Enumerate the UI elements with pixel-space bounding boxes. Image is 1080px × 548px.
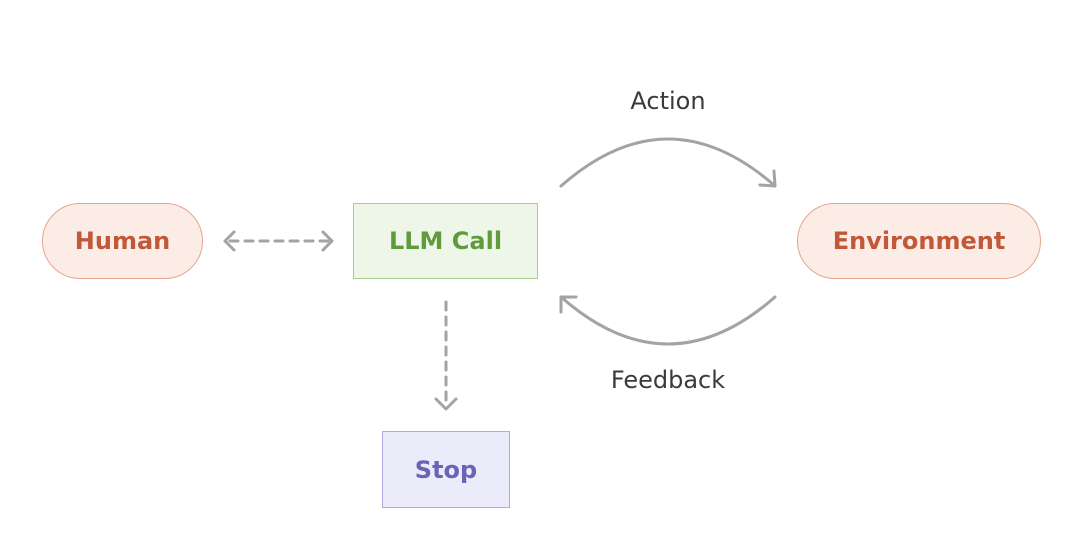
human-node: Human: [42, 203, 203, 279]
feedback-edge-label: Feedback: [610, 366, 726, 394]
human-llm-arrow: [223, 230, 334, 252]
action-arc: [559, 137, 777, 188]
human-label: Human: [74, 227, 171, 255]
feedback-arc: [559, 295, 777, 346]
llm-call-node: LLM Call: [353, 203, 538, 279]
environment-label: Environment: [832, 227, 1006, 255]
environment-node: Environment: [797, 203, 1041, 279]
stop-label: Stop: [414, 455, 478, 484]
stop-node: Stop: [382, 431, 510, 508]
llm-call-label: LLM Call: [388, 227, 503, 255]
action-edge-label: Action: [630, 87, 706, 115]
llm-stop-arrow: [434, 300, 458, 411]
